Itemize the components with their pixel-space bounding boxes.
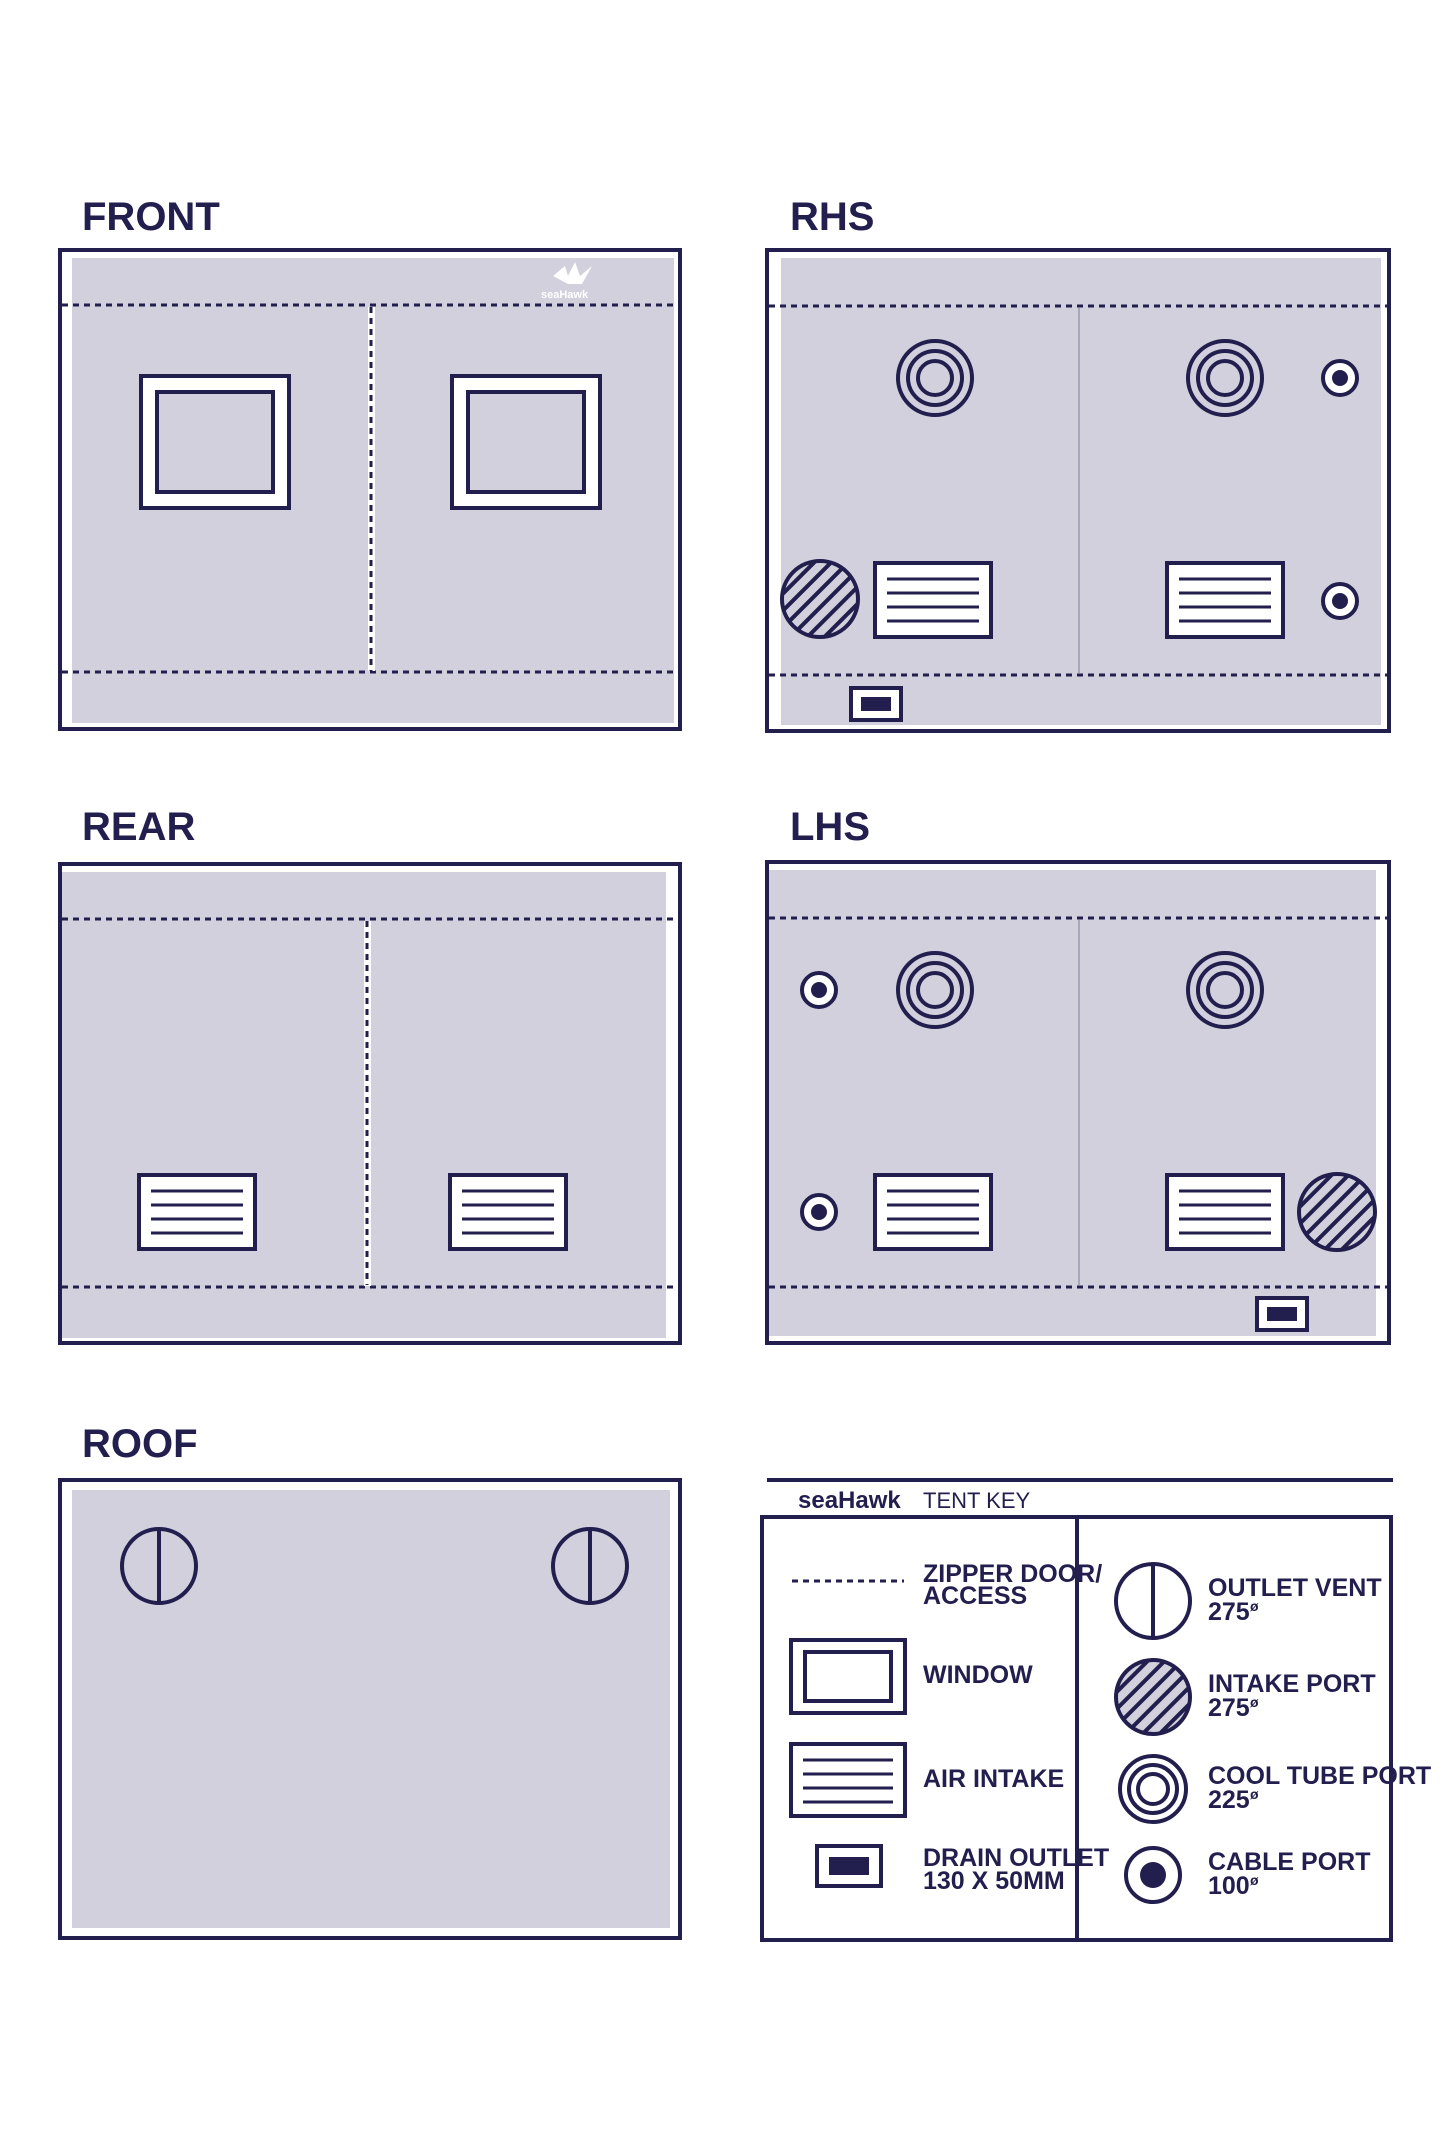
drain-outlet [849, 686, 903, 722]
cool-tube-port [1186, 339, 1264, 417]
cable-port [1321, 582, 1359, 620]
cable-port [1321, 359, 1359, 397]
key-item-zipper: ZIPPER DOOR/ ACCESS [923, 1560, 1102, 1610]
cool-tube-port [896, 951, 974, 1029]
key-item-cool-tube-port: COOL TUBE PORT 225 ø [1208, 1762, 1431, 1814]
intake-port [780, 559, 860, 639]
svg-text:ø: ø [1250, 1694, 1259, 1710]
rear-title: REAR [82, 805, 195, 849]
key-item-drain-outlet: DRAIN OUTLET 130 X 50MM [923, 1844, 1109, 1895]
window-icon [789, 1638, 907, 1715]
key-item-intake-port: INTAKE PORT 275 ø [1208, 1670, 1376, 1722]
outlet-vent [120, 1527, 198, 1605]
svg-text:130 X 50MM: 130 X 50MM [923, 1867, 1065, 1895]
air-intake [1165, 561, 1285, 639]
drain-outlet [1255, 1296, 1309, 1332]
svg-text:ø: ø [1250, 1786, 1259, 1802]
air-intake-icon [789, 1742, 907, 1818]
cool-tube-port [896, 339, 974, 417]
svg-text:seaHawk: seaHawk [541, 289, 589, 301]
svg-text:OUTLET VENT: OUTLET VENT [1208, 1574, 1382, 1602]
svg-text:ø: ø [1250, 1872, 1259, 1888]
rhs-title: RHS [790, 195, 874, 239]
lhs-panel: LHS [765, 805, 1391, 1345]
svg-text:ZIPPER DOOR/: ZIPPER DOOR/ [923, 1560, 1102, 1588]
air-intake [873, 1173, 993, 1251]
cable-port-icon [1124, 1846, 1182, 1904]
roof-title: ROOF [82, 1422, 198, 1466]
lhs-fabric [769, 870, 1376, 1336]
key-item-air-intake: AIR INTAKE [923, 1765, 1064, 1793]
svg-text:275: 275 [1208, 1598, 1250, 1626]
window [139, 374, 291, 510]
drain-outlet-icon [815, 1844, 883, 1888]
svg-text:225: 225 [1208, 1786, 1250, 1814]
svg-text:CABLE PORT: CABLE PORT [1208, 1848, 1371, 1876]
rhs-fabric [781, 258, 1381, 725]
seahawk-logo: seaHawk [541, 262, 592, 301]
air-intake [873, 561, 993, 639]
cable-port [800, 971, 838, 1009]
front-title: FRONT [82, 195, 220, 239]
svg-text:INTAKE PORT: INTAKE PORT [1208, 1670, 1376, 1698]
rear-panel: REAR [58, 805, 682, 1345]
svg-text:COOL TUBE PORT: COOL TUBE PORT [1208, 1762, 1431, 1790]
tent-key: seaHawk TENT KEY ZIPPER DOOR/ ACCESS WIN… [760, 1478, 1431, 1942]
front-panel: FRONT seaHawk [58, 195, 682, 731]
key-brand: seaHawk [798, 1487, 901, 1514]
intake-port-icon [1114, 1658, 1192, 1736]
air-intake [137, 1173, 257, 1251]
window [450, 374, 602, 510]
svg-text:DRAIN OUTLET: DRAIN OUTLET [923, 1844, 1109, 1872]
cool-tube-port-icon [1118, 1754, 1188, 1824]
svg-text:275: 275 [1208, 1694, 1250, 1722]
rhs-panel: RHS [765, 195, 1391, 733]
svg-text:ACCESS: ACCESS [923, 1582, 1027, 1610]
svg-text:ø: ø [1250, 1598, 1259, 1614]
key-item-cable-port: CABLE PORT 100 ø [1208, 1848, 1371, 1900]
cool-tube-port [1186, 951, 1264, 1029]
key-title: TENT KEY [923, 1488, 1031, 1513]
key-item-window: WINDOW [923, 1661, 1033, 1689]
outlet-vent-icon [1114, 1562, 1192, 1640]
air-intake [448, 1173, 568, 1251]
intake-port [1297, 1172, 1377, 1252]
svg-text:100: 100 [1208, 1872, 1250, 1900]
cable-port [800, 1193, 838, 1231]
air-intake [1165, 1173, 1285, 1251]
lhs-title: LHS [790, 805, 870, 849]
outlet-vent [551, 1527, 629, 1605]
roof-panel: ROOF [58, 1422, 682, 1940]
key-item-outlet-vent: OUTLET VENT 275 ø [1208, 1574, 1382, 1626]
